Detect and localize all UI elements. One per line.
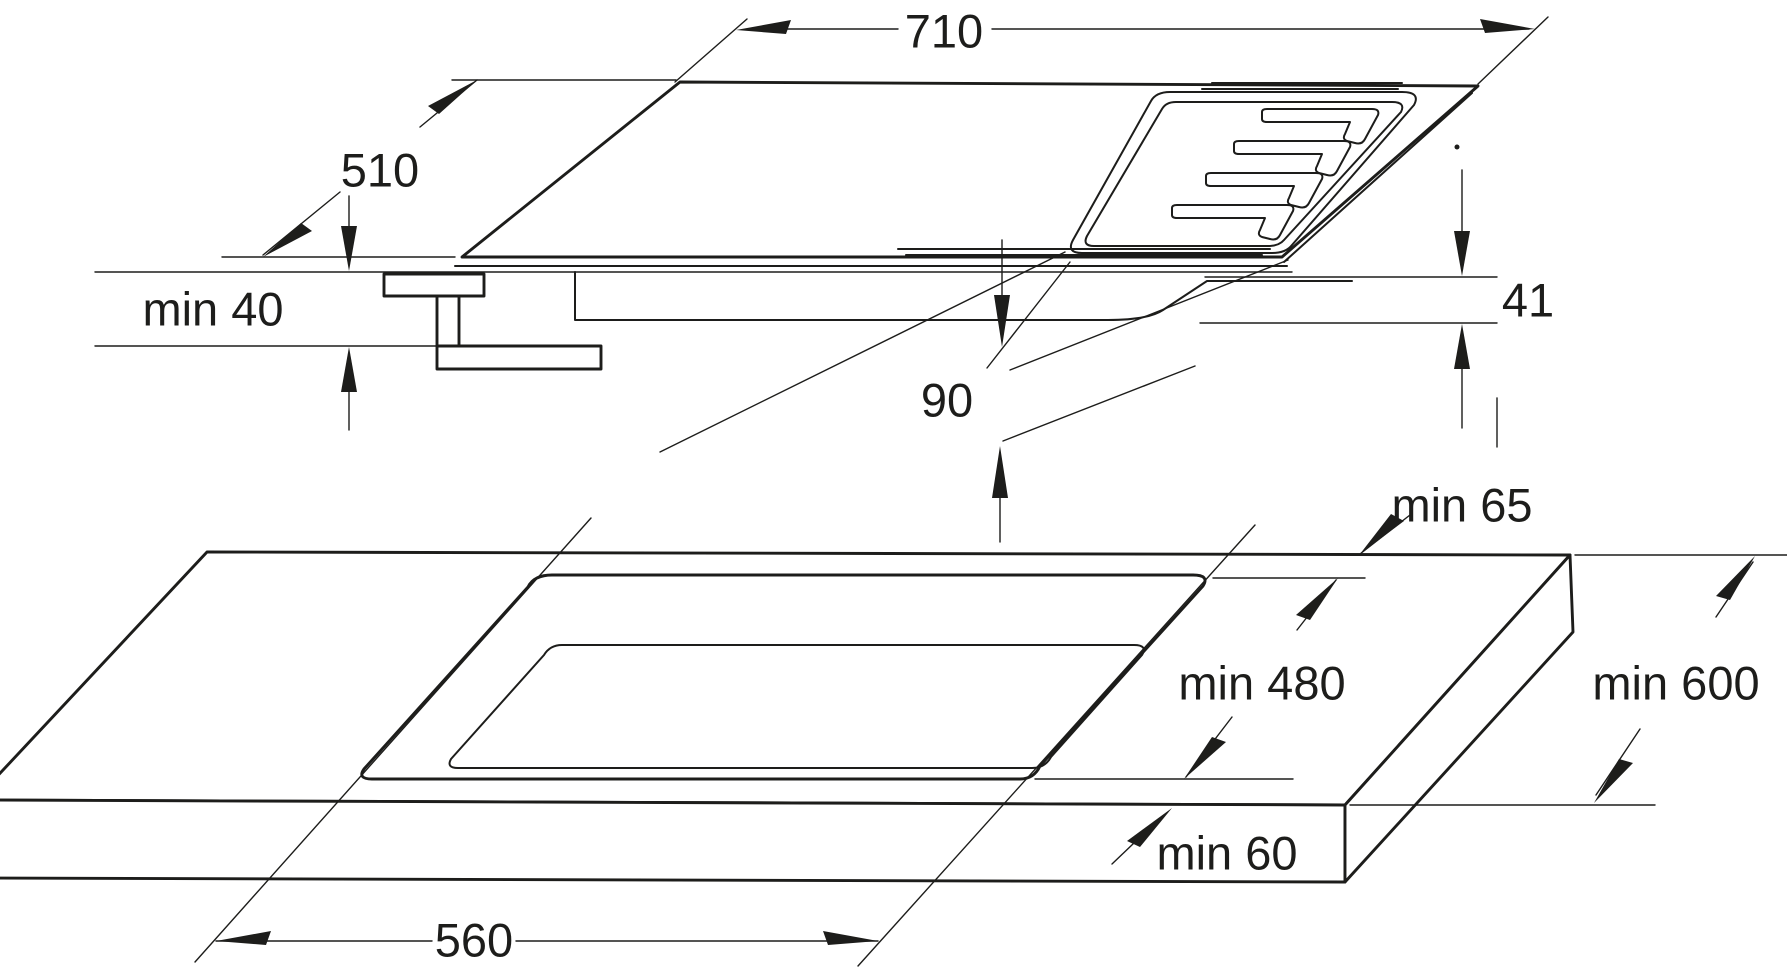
hob-drawing: 710 510 min 40 [94,5,1554,543]
dim-min60-leader [1111,842,1135,865]
burner-tray-inner [1084,101,1404,247]
burner-tray-outer [1069,91,1417,254]
worktop-drawing: min 65 min 480 min 600 min 60 [0,397,1787,967]
cutout-left-extension [194,517,592,963]
worktop-front-clearance-label: min 60 [1156,827,1297,880]
hob-width-label: 710 [905,5,983,58]
dim-min60: min 60 [1111,808,1298,880]
dim-510-arrow-down [263,223,312,257]
dim-min600-arrow-up [1716,556,1755,600]
dim-510-arrow-up [428,80,477,114]
dim-90-ext-b [986,261,1071,369]
dim-min40-arrow-up [341,347,357,392]
hob-box-depth-label: 90 [921,374,973,427]
dim-510: 510 [221,79,677,258]
dim-min65: min 65 [1359,397,1533,555]
dim-min40-arrow-down [341,226,357,271]
dim-90-arrow-down [994,295,1010,347]
hob-clamp-label: min 40 [142,283,283,336]
hob-height-label: 41 [1502,274,1554,327]
dim-90-ext-long [659,251,1066,453]
bracket-stem [435,294,461,348]
hob-glass-right-bottom-edge [1283,92,1473,263]
dim-min600: min 600 [1349,554,1787,806]
worktop-right-face [1343,553,1575,884]
pan-support-finger-2 [1233,140,1352,177]
dim-710-arrow-left [736,20,791,34]
dim-90: 90 [659,239,1289,543]
pan-support-finger-3 [1205,172,1324,209]
dim-90-ext-c [1002,365,1196,442]
dim-710-arrow-right [1480,19,1535,33]
dim-min480-arrow-up [1296,578,1338,620]
pan-support-finger-1 [1261,108,1380,145]
dim-710-ext-right [1477,16,1549,85]
bracket-foot [435,344,603,371]
dim-560: 560 [215,914,879,967]
pan-support-rail-front [897,248,1271,256]
dim-560-arrow-left [216,931,271,945]
worktop-cutout-width-label: 560 [435,914,513,967]
bracket-top-flange [382,272,486,298]
hob-body-profile [574,271,1353,321]
dim-min480-arrow-down [1184,737,1226,779]
dim-41-arrow-down [1454,231,1470,276]
dim-41: 41 [1199,169,1554,429]
dim-min60-arrow [1127,808,1172,847]
worktop-depth-label: min 600 [1592,657,1759,710]
pan-support-finger-4 [1171,204,1295,241]
hob-depth-label: 510 [341,144,419,197]
dim-710-ext-left [674,18,748,83]
worktop-cutout-depth-label: min 480 [1178,657,1345,710]
mounting-bracket [382,272,603,371]
dim-min65-arrow [1360,514,1404,554]
dim-min600-arrow-down [1594,759,1633,803]
cutout-right-extension [857,524,1256,967]
dim-710: 710 [674,5,1549,85]
stray-dot [1454,144,1460,150]
dim-90-ext-a [1009,259,1289,371]
dim-90-arrow-up [992,446,1008,498]
pan-support-rail-rear [1201,82,1403,90]
dim-560-arrow-right [823,931,878,945]
dim-41-arrow-up [1454,324,1470,369]
worktop-rear-clearance-label: min 65 [1391,479,1532,532]
dim-min480: min 480 [1034,577,1366,780]
dim-min40: min 40 [94,195,438,431]
